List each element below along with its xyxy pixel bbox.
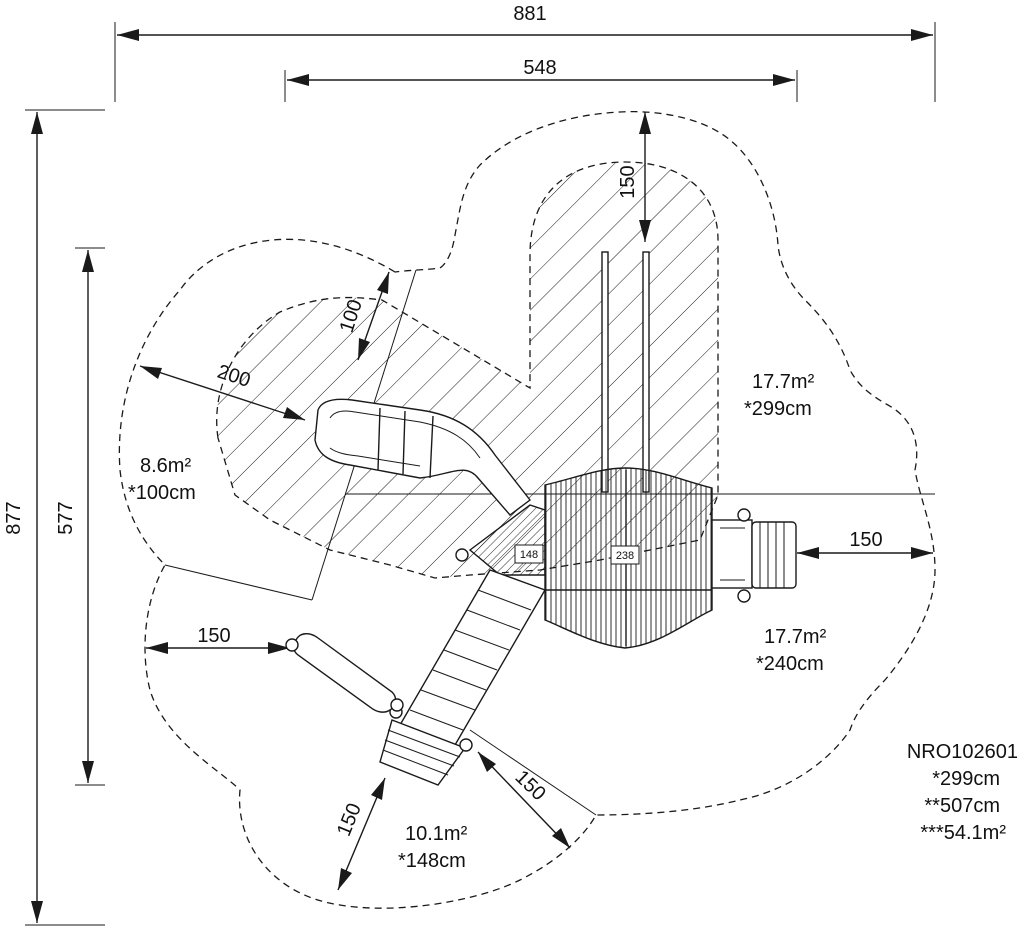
dimension-left-clearance — [146, 642, 290, 654]
small-platform-label: 148 — [520, 549, 538, 561]
dim-inner-width-text: 548 — [523, 57, 556, 79]
zone-left-height: *100cm — [128, 482, 196, 504]
dimension-inner-width — [284, 70, 798, 102]
dim-width-text: 881 — [513, 3, 546, 25]
outer-safety-zone — [118, 110, 936, 909]
dimension-depth — [25, 109, 105, 926]
zone-top-right-height: *299cm — [744, 398, 812, 420]
right-ladder — [711, 508, 797, 603]
dim-top-clearance-text: 150 — [617, 165, 639, 198]
dimension-inner-depth — [75, 247, 105, 786]
dimension-slide-clearance-a — [357, 271, 390, 361]
dimension-slide-clearance-b — [139, 365, 306, 421]
zone-bottom-height: *148cm — [398, 850, 466, 872]
zone-bottom-area: 10.1m² — [405, 823, 468, 845]
zone-top-right-area: 17.7m² — [752, 371, 815, 393]
construction-line-b — [164, 564, 313, 601]
dimension-bottom-clearance-a — [337, 777, 386, 891]
large-platform: 238 — [544, 467, 713, 649]
diagonal-ladder — [379, 569, 547, 786]
zone-left-area: 8.6m² — [140, 455, 191, 477]
dimension-right-clearance — [797, 547, 933, 559]
construction-line-c — [469, 729, 597, 816]
zone-right-height: *240cm — [756, 653, 824, 675]
product-height: *299cm — [932, 768, 1000, 790]
dim-left-clearance-text: 150 — [197, 625, 230, 647]
product-area: ***54.1m² — [920, 822, 1006, 844]
zone-right-area: 17.7m² — [764, 626, 827, 648]
dim-bottom-clearance-a-text: 150 — [333, 800, 366, 839]
slide — [314, 398, 531, 516]
dim-bottom-clearance-b-text: 150 — [511, 766, 550, 805]
dim-right-clearance-text: 150 — [849, 529, 882, 551]
dimension-top-clearance — [639, 112, 651, 242]
inner-fall-zone — [216, 161, 719, 579]
dim-depth-text: 877 — [3, 501, 25, 534]
product-code: NRO102601 — [907, 741, 1018, 763]
dim-inner-depth-text: 577 — [55, 501, 77, 534]
left-beam — [285, 633, 404, 713]
dimension-width — [114, 22, 936, 102]
product-length: **507cm — [924, 795, 1000, 817]
dimension-bottom-clearance-b — [477, 751, 571, 849]
large-platform-label: 238 — [616, 550, 634, 562]
